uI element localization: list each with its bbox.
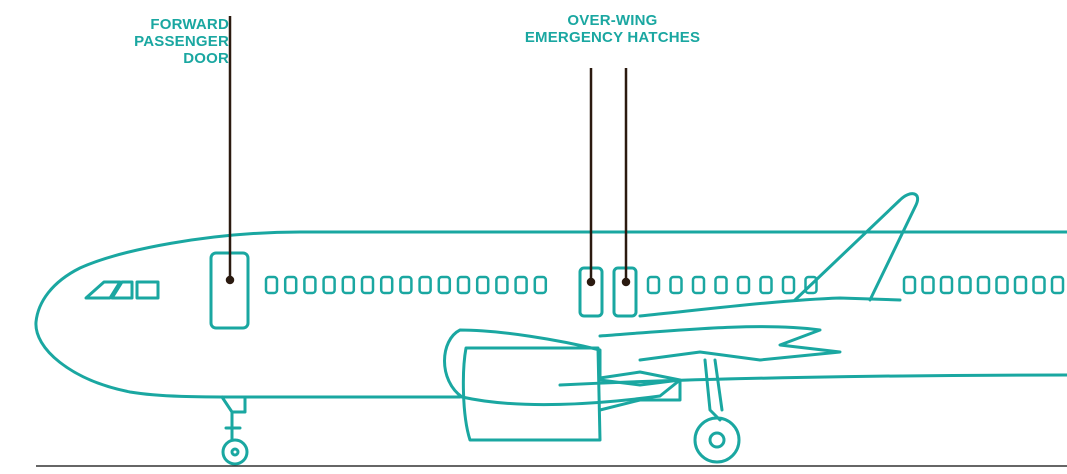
passenger-window <box>995 275 1009 295</box>
nose-gear-strut <box>220 395 247 442</box>
passenger-window <box>714 275 728 295</box>
passenger-window <box>902 275 917 295</box>
passenger-window <box>495 275 509 295</box>
passenger-window <box>759 275 773 295</box>
engine-intake <box>461 346 602 442</box>
passenger-window <box>303 275 317 295</box>
passenger-window <box>1013 275 1028 295</box>
passenger-window <box>322 275 336 295</box>
hatch-2-leader-dot <box>621 277 631 287</box>
passenger-window <box>533 275 548 295</box>
passenger-window <box>283 275 298 295</box>
engine-nacelle <box>443 328 682 407</box>
forward-door-label: FORWARD PASSENGER DOOR <box>99 16 229 67</box>
tail-fin <box>793 192 919 302</box>
main-gear-wheel <box>693 416 741 464</box>
main-gear-hub <box>708 431 726 449</box>
passenger-window <box>1050 275 1065 295</box>
passenger-window <box>341 275 356 295</box>
window-row-front <box>264 275 548 295</box>
overwing-hatches-label-line-1: OVER-WING <box>567 12 658 29</box>
forward-door-label-line-3: DOOR <box>183 50 229 67</box>
hatch-1-leader-dot <box>586 277 596 287</box>
passenger-window <box>1032 275 1046 295</box>
fuselage-outline <box>34 230 1067 399</box>
passenger-window <box>804 275 818 295</box>
passenger-window <box>264 275 279 295</box>
passenger-window <box>514 275 528 295</box>
cockpit-window-2 <box>110 280 134 300</box>
passenger-window <box>781 275 796 295</box>
window-row-mid <box>646 275 818 295</box>
window-row-rear <box>902 275 1065 295</box>
overwing-hatches-label-line-2: EMERGENCY HATCHES <box>524 29 701 46</box>
passenger-window <box>921 275 935 295</box>
nose-gear-hub <box>230 447 240 457</box>
cockpit-windshield <box>84 280 122 300</box>
engine-pylon <box>598 378 682 412</box>
passenger-window <box>736 275 751 295</box>
passenger-window <box>691 275 706 295</box>
passenger-window <box>976 275 991 295</box>
passenger-window <box>360 275 375 295</box>
passenger-window <box>437 275 452 295</box>
forward-door-label-line-2: PASSENGER <box>134 33 229 50</box>
passenger-window <box>475 275 490 295</box>
main-gear-strut <box>703 358 724 422</box>
passenger-window <box>456 275 471 295</box>
passenger-window <box>939 275 954 295</box>
cockpit-window-3 <box>135 280 160 300</box>
passenger-window <box>669 275 683 295</box>
passenger-window <box>418 275 432 295</box>
passenger-window <box>379 275 394 295</box>
wing-trailing <box>598 325 842 362</box>
passenger-window <box>958 275 972 295</box>
forward-door-label-line-1: FORWARD <box>150 16 229 33</box>
door-leader-dot <box>225 275 235 285</box>
wing-upper <box>638 296 902 318</box>
passenger-window <box>399 275 413 295</box>
passenger-window <box>646 275 661 295</box>
nose-gear-wheel <box>221 438 249 466</box>
overwing-hatches-label: OVER-WING EMERGENCY HATCHES <box>500 12 725 46</box>
